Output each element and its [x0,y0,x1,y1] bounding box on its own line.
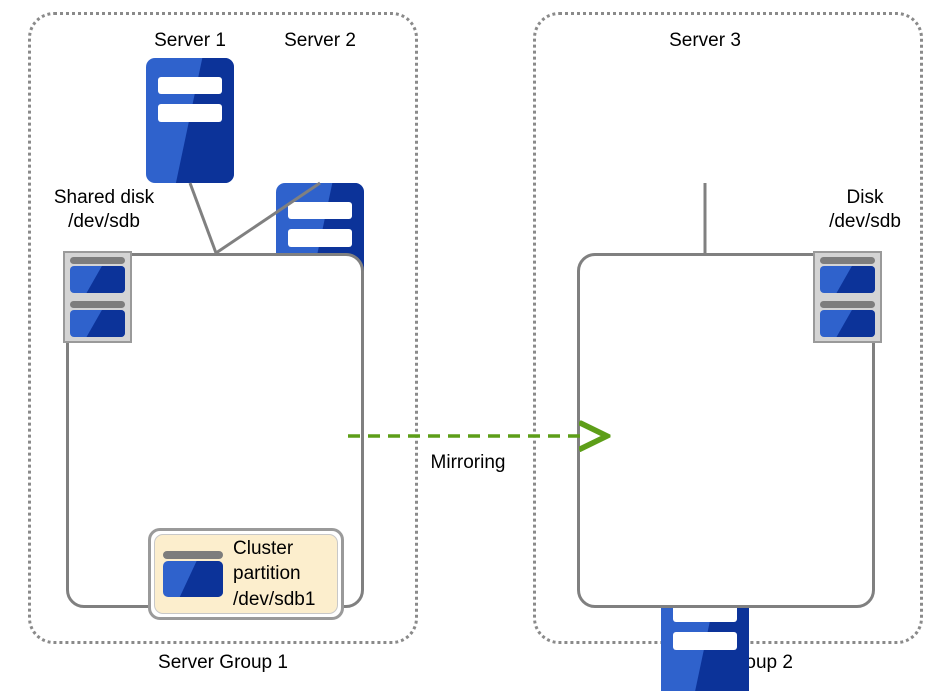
disk-2-platter-top [820,257,875,293]
disk-2-platter-bottom [820,301,875,337]
platter-body [820,310,875,337]
cluster-partition-1-line2: partition [233,563,301,585]
shared-disk-1-platter-top [70,257,125,293]
cluster-partition-1-text: Cluster partition /dev/sdb1 [233,536,315,612]
platter-cap [70,257,125,264]
platter-body [820,266,875,293]
disk-2-label-line2: /dev/sdb [829,210,901,232]
shared-disk-1-label-line2: /dev/sdb [68,210,140,232]
server-3-icon-bar-top [673,604,737,623]
platter-cap [820,257,875,264]
mirroring-label: Mirroring [430,452,506,473]
platter-cap [70,301,125,308]
shared-disk-1-platter-bottom [70,301,125,337]
server-group-1-boundary [28,12,418,644]
disk-2-icon [813,251,882,343]
server-2-icon-bar-top [288,201,352,220]
cluster-partition-1-line3: /dev/sdb1 [233,588,316,610]
platter-body [70,310,125,337]
shared-disk-1-icon [63,251,132,343]
server-1-label: Server 1 [154,30,226,51]
cluster-partition-1-line1: Cluster [233,538,294,560]
server-1-icon-bar-bottom [158,104,222,122]
server-3-icon-bar-bottom [673,632,737,650]
server-1-icon-bar-top [158,76,222,95]
server-2-icon-bar-bottom [288,229,352,247]
server-3-label: Server 3 [669,30,741,51]
server-group-1-label: Server Group 1 [158,652,288,673]
cluster-partition-1[interactable]: Cluster partition /dev/sdb1 [148,528,344,620]
partition-glyph-icon [163,551,223,597]
disk-2-label: Disk /dev/sdb [800,186,930,234]
server-2-label: Server 2 [284,30,356,51]
shared-disk-1-label: Shared disk /dev/sdb [34,186,174,234]
disk-2-label-line1: Disk [846,187,884,208]
server-1-icon [146,58,234,183]
platter-body [70,266,125,293]
shared-disk-1-label-line1: Shared disk [53,187,155,208]
cluster-partition-1-inner: Cluster partition /dev/sdb1 [154,534,338,614]
platter-cap [820,301,875,308]
